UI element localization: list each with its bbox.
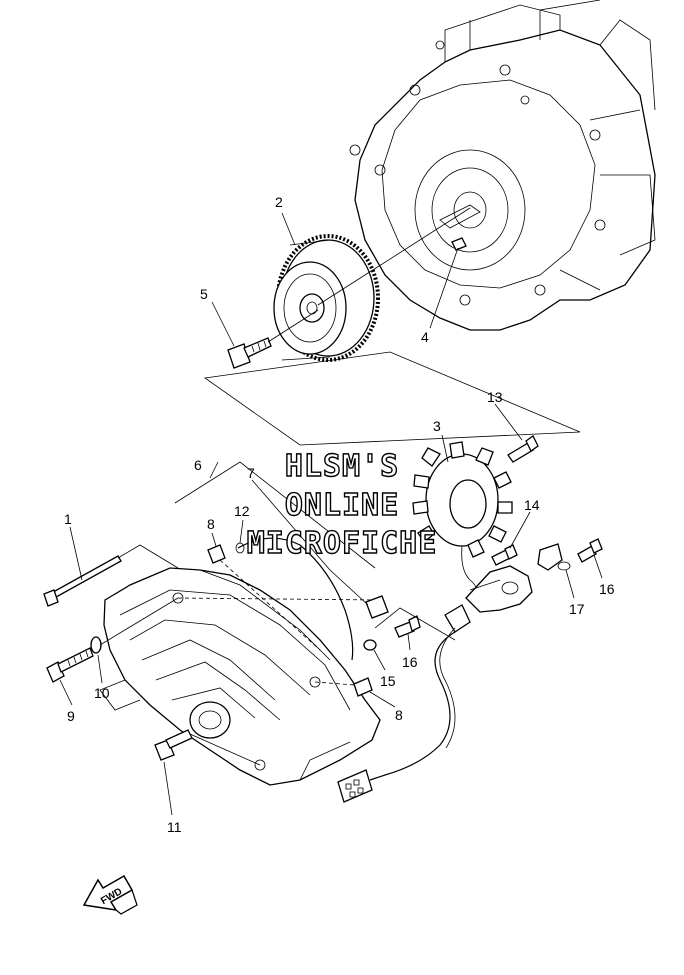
dash-axis-1 xyxy=(177,597,381,601)
wire-harness xyxy=(369,631,456,781)
leader-8-upper xyxy=(211,532,217,547)
callout-8-upper: 8 xyxy=(207,516,215,532)
callout-10: 10 xyxy=(94,685,110,701)
bolt-11-axis xyxy=(189,733,261,766)
leader-17 xyxy=(565,569,575,599)
leader-2 xyxy=(281,212,296,246)
leader-10 xyxy=(97,654,103,684)
o-ring-end xyxy=(235,542,245,554)
callout-12: 12 xyxy=(234,503,250,519)
engine-block xyxy=(349,0,656,331)
callout-1: 1 xyxy=(64,511,72,527)
fwd-direction-arrow: FWD xyxy=(82,874,138,915)
bolt-9 xyxy=(46,647,94,683)
bolt-9-axis xyxy=(99,597,179,646)
leader-16-middle xyxy=(407,633,411,651)
leader-14 xyxy=(509,511,531,549)
bracket-16 xyxy=(374,607,456,641)
callout-14: 14 xyxy=(524,497,540,513)
pickup-coil xyxy=(444,565,533,633)
leader-11 xyxy=(163,761,173,816)
woodruff-key xyxy=(451,237,467,251)
stator-bolt xyxy=(507,435,539,463)
assembly-bracket-line xyxy=(203,351,581,446)
callout-5: 5 xyxy=(200,286,208,302)
flywheel-bolt xyxy=(227,337,272,369)
stator xyxy=(412,441,513,601)
callout-9: 9 xyxy=(67,708,75,724)
dowel-pin-upper xyxy=(207,544,226,564)
dowel-pin-lower xyxy=(353,677,373,697)
bolt-11 xyxy=(154,729,193,761)
watermark-line-2: ONLINE xyxy=(285,488,399,523)
washer-10 xyxy=(90,636,102,654)
fwd-arrow-icon xyxy=(82,874,134,911)
callout-2: 2 xyxy=(275,194,283,210)
leader-8-lower xyxy=(369,691,396,708)
callout-8-lower: 8 xyxy=(395,707,403,723)
leader-4 xyxy=(429,247,459,329)
leader-1 xyxy=(69,526,83,581)
generator-cover xyxy=(99,567,381,786)
leader-12 xyxy=(239,519,244,544)
callout-17: 17 xyxy=(569,601,585,617)
leader-7 xyxy=(251,479,369,606)
callout-16-right: 16 xyxy=(599,581,615,597)
bolt-axis-line xyxy=(267,309,319,343)
callout-7: 7 xyxy=(247,465,255,481)
callout-13: 13 xyxy=(487,389,503,405)
leader-13 xyxy=(494,403,523,441)
leader-3 xyxy=(441,434,449,463)
callout-6: 6 xyxy=(194,457,202,473)
flywheel-axis-line xyxy=(317,207,471,306)
o-ring xyxy=(237,537,354,661)
leader-16-right xyxy=(593,554,603,579)
leader-9 xyxy=(59,679,73,706)
flywheel xyxy=(273,234,380,362)
cable-clamp xyxy=(537,543,571,571)
callout-15: 15 xyxy=(380,673,396,689)
callout-11: 11 xyxy=(167,819,182,835)
screw-14 xyxy=(491,544,518,566)
leader-15 xyxy=(373,649,386,671)
screw-16-middle xyxy=(394,615,421,638)
callout-4: 4 xyxy=(421,329,429,345)
watermark-line-1: HLSM'S xyxy=(285,449,399,484)
collar-sleeve xyxy=(365,595,389,619)
connector xyxy=(337,769,373,803)
screw-16-right xyxy=(577,538,603,563)
dash-axis-3 xyxy=(219,559,321,651)
wire-harness-2 xyxy=(439,627,456,749)
washer-15 xyxy=(363,639,377,651)
leader-6 xyxy=(209,461,219,479)
callout-16-middle: 16 xyxy=(402,654,418,670)
assembly-bracket-6 xyxy=(174,461,376,569)
cable-tie xyxy=(43,555,122,607)
leader-5 xyxy=(211,301,235,347)
watermark-line-3: MICROFICHE xyxy=(247,526,438,561)
leader-1-bracket xyxy=(117,544,179,569)
callout-3: 3 xyxy=(433,418,441,434)
